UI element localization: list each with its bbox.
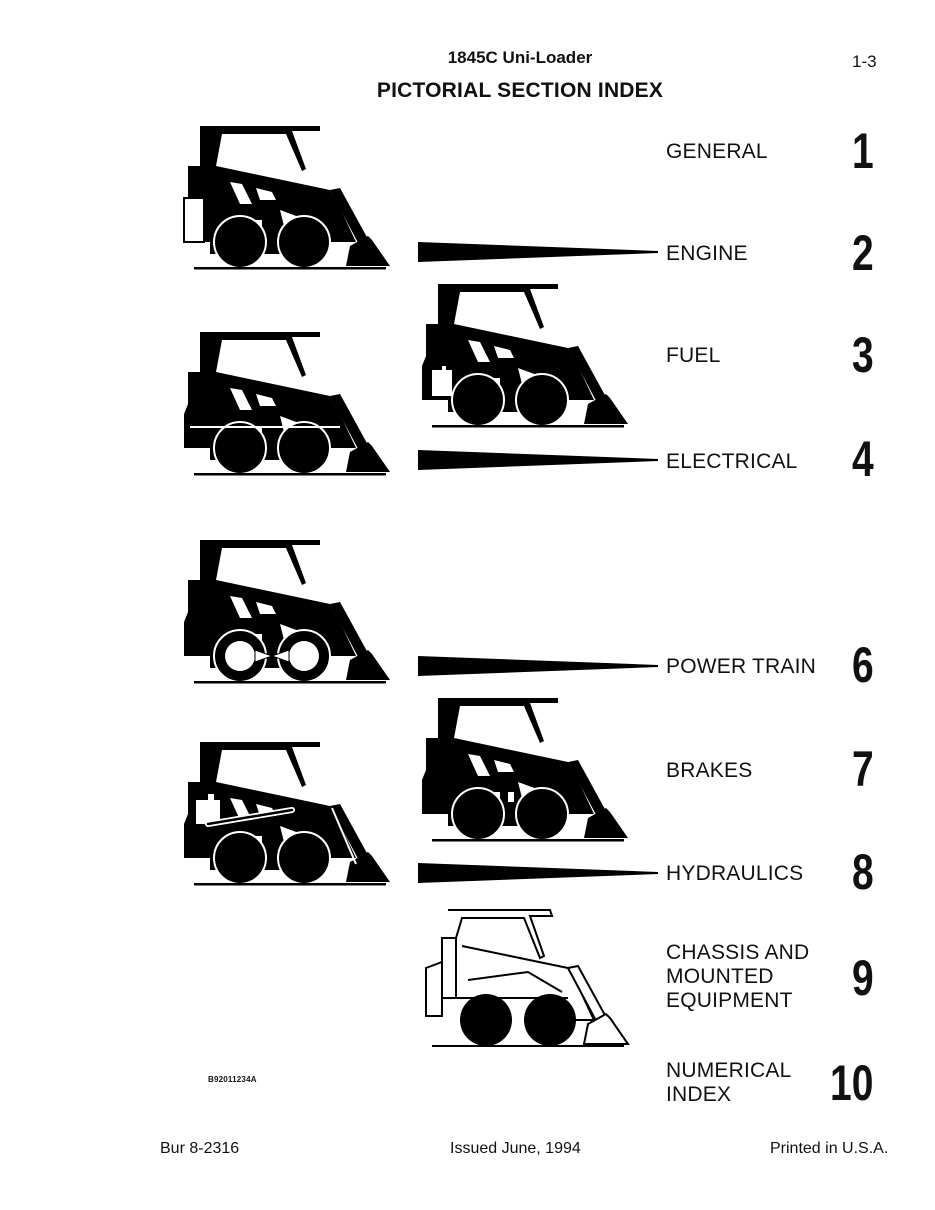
- footer-document-number: Bur 8-2316: [160, 1140, 240, 1157]
- section-heading: PICTORIAL SECTION INDEX: [376, 79, 664, 102]
- figure-code: B92011234A: [208, 1075, 257, 1084]
- section-number-hydraulics: 8: [852, 844, 874, 900]
- section-number-chassis: 9: [852, 950, 874, 1006]
- section-label-fuel: FUEL: [666, 344, 721, 367]
- leader-wedge-engine: [418, 242, 658, 262]
- loader-brakes-illustration: [421, 697, 629, 843]
- section-label-general: GENERAL: [666, 140, 768, 163]
- loader-general-illustration: [183, 125, 391, 271]
- section-number-engine: 2: [852, 225, 874, 281]
- section-label-hydraulics: HYDRAULICS: [666, 862, 804, 885]
- footer-printed-in: Printed in U.S.A.: [770, 1140, 889, 1157]
- section-number-power-train: 6: [852, 637, 874, 693]
- section-label-electrical: ELECTRICAL: [666, 450, 798, 473]
- footer-issue-date: Issued June, 1994: [450, 1140, 581, 1157]
- loader-electrical-illustration: [183, 331, 391, 477]
- section-number-general: 1: [852, 123, 874, 179]
- section-number-fuel: 3: [852, 327, 874, 383]
- section-number-numerical-index: 10: [830, 1055, 874, 1111]
- loader-chassis-outline-illustration: [425, 909, 629, 1048]
- loader-power-train-illustration: [183, 539, 391, 685]
- section-label-brakes: BRAKES: [666, 759, 753, 782]
- document-title: 1845C Uni-Loader: [447, 48, 593, 67]
- section-label-chassis-line-2: MOUNTED: [666, 965, 774, 988]
- page-number: 1-3: [852, 52, 877, 71]
- section-label-numerical-index: NUMERICAL INDEX: [666, 1059, 791, 1107]
- section-label-power-train: POWER TRAIN: [666, 655, 816, 678]
- section-label-chassis-line-1: CHASSIS AND: [666, 941, 810, 964]
- section-label-chassis-line-3: EQUIPMENT: [666, 989, 793, 1012]
- section-label-chassis: CHASSIS AND MOUNTED EQUIPMENT: [666, 941, 809, 1013]
- section-label-numerical-index-line-1: NUMERICAL: [666, 1059, 792, 1082]
- section-number-brakes: 7: [852, 741, 874, 797]
- section-number-electrical: 4: [852, 431, 874, 487]
- leader-wedge-hydraulics: [418, 863, 658, 883]
- leader-wedge-power-train: [418, 656, 658, 676]
- section-label-engine: ENGINE: [666, 242, 748, 265]
- leader-wedge-electrical: [418, 450, 658, 470]
- loader-fuel-illustration: [421, 283, 629, 429]
- loader-hydraulics-illustration: [183, 741, 391, 887]
- section-label-numerical-index-line-2: INDEX: [666, 1083, 732, 1106]
